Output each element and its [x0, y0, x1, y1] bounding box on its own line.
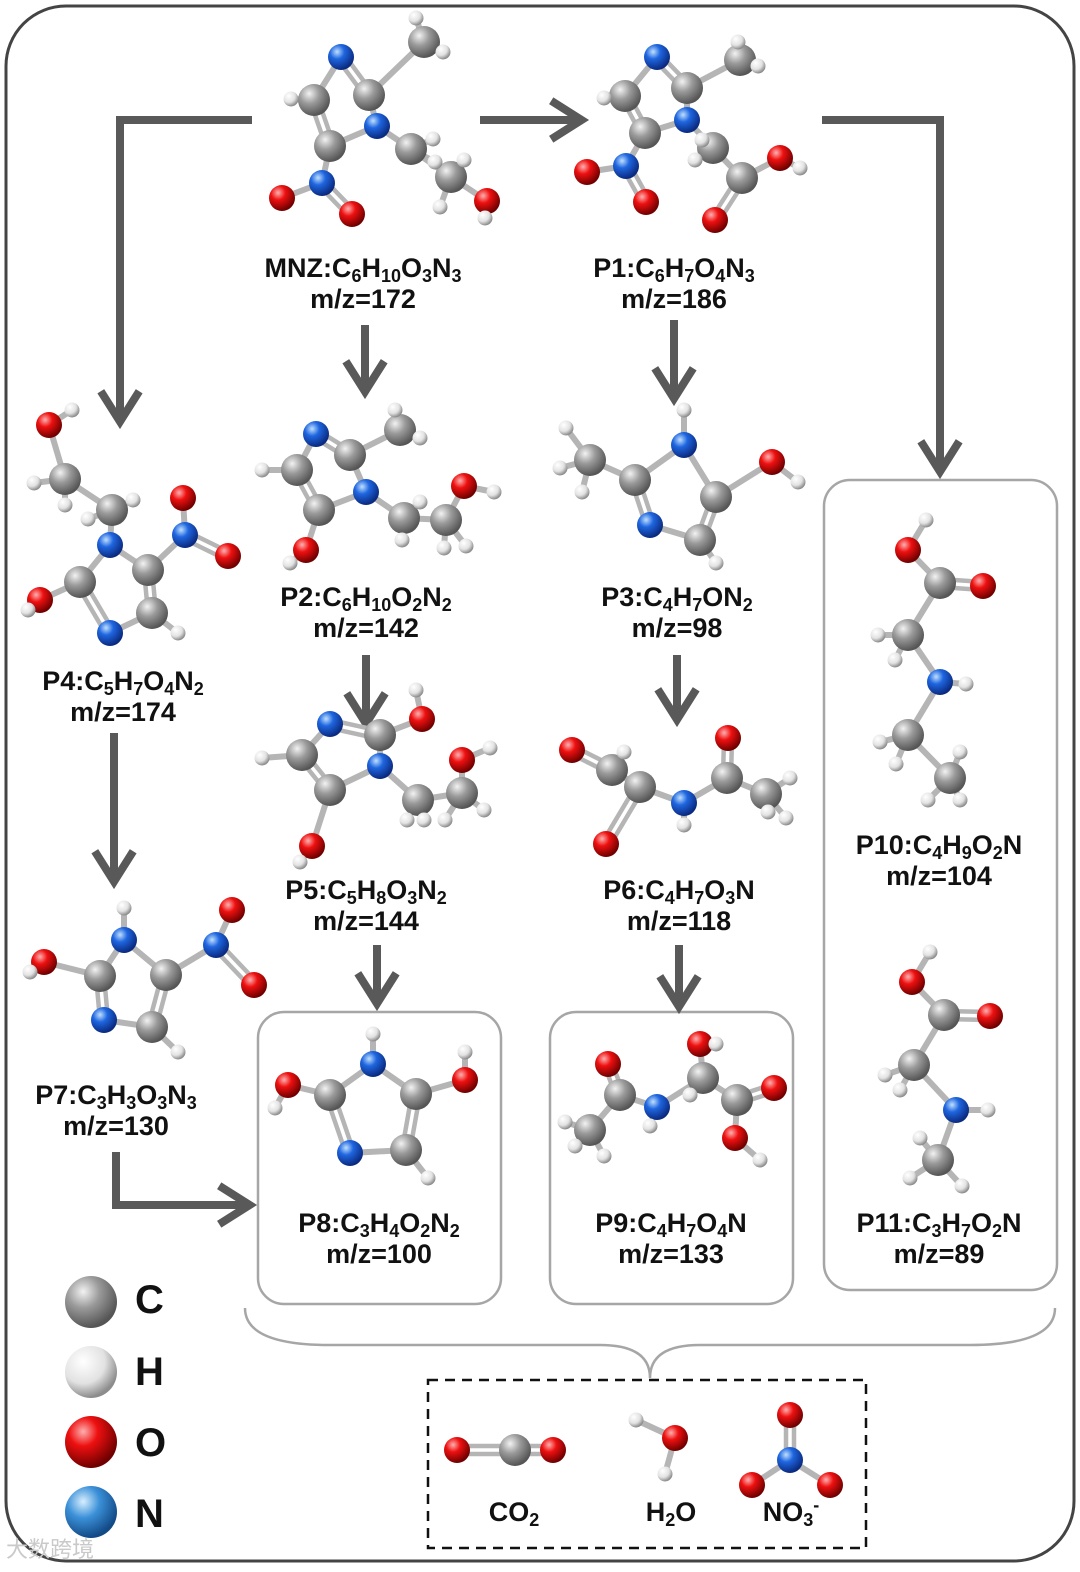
- molecule-p4: [20, 402, 241, 646]
- molecule-p11: [877, 944, 1003, 1194]
- formula-p11: P11:C3H7O2N: [856, 1208, 1022, 1241]
- label-h2o: H2O: [645, 1497, 697, 1530]
- mz-p5: m/z=144: [313, 906, 419, 936]
- box-p10-p11: [822, 478, 1059, 1292]
- formula-p1: P1:C6H7O4N3: [593, 253, 755, 286]
- outer-frame: [4, 4, 1076, 1563]
- formula-p2: P2:C6H10O2N2: [280, 582, 452, 615]
- mz-p1: m/z=186: [621, 284, 727, 314]
- formula-p5: P5:C5H8O3N2: [285, 875, 447, 908]
- formula-p9: P9:C4H7O4N: [595, 1208, 747, 1241]
- legend-ball-h: [65, 1346, 117, 1398]
- formula-mnz: MNZ:C6H10O3N3: [264, 253, 462, 286]
- molecule-p8: [267, 1026, 478, 1186]
- mz-p6: m/z=118: [626, 906, 732, 936]
- molecule-mnz: [269, 10, 500, 227]
- formula-p6: P6:C4H7O3N: [603, 875, 755, 908]
- legend-label-n: N: [135, 1492, 164, 1536]
- mz-p9: m/z=133: [618, 1239, 724, 1269]
- molecule-p2: [254, 402, 502, 571]
- mz-mnz: m/z=172: [310, 284, 416, 314]
- arrow-mnz-to-p4: [97, 116, 252, 430]
- molecule-p7: [22, 897, 267, 1060]
- legend-label-c: C: [135, 1278, 164, 1322]
- legend-ball-o: [65, 1416, 117, 1468]
- label-co2: CO2: [488, 1497, 540, 1530]
- formula-p10: P10:C4H9O2N: [855, 830, 1023, 863]
- mz-p11: m/z=89: [893, 1239, 985, 1269]
- molecule-co2: [444, 1434, 566, 1466]
- legend-label-o: O: [135, 1421, 167, 1465]
- mz-p7: m/z=130: [63, 1111, 169, 1141]
- formula-p3: P3:C4H7ON2: [601, 582, 753, 615]
- mz-p8: m/z=100: [326, 1239, 432, 1269]
- label-no3: NO3-: [762, 1495, 820, 1530]
- legend-atoms: [65, 1276, 117, 1538]
- legend-label-h: H: [135, 1350, 164, 1394]
- final-products-box: [426, 1378, 868, 1550]
- molecule-p10: [870, 512, 996, 808]
- molecule-p3: [552, 402, 806, 571]
- arrow-p1-to-p10: [822, 116, 963, 480]
- watermark: 大数跨境: [6, 1537, 95, 1562]
- molecule-h2o: [628, 1412, 688, 1482]
- legend-ball-c: [65, 1276, 117, 1328]
- brace: [243, 1307, 1057, 1379]
- mz-p10: m/z=104: [886, 861, 992, 891]
- arrows: [91, 97, 963, 1228]
- box-p8: [256, 1010, 503, 1306]
- mz-p2: m/z=142: [313, 613, 419, 643]
- formula-p8: P8:C3H4O2N2: [298, 1208, 460, 1241]
- legend-ball-n: [65, 1486, 117, 1538]
- molecule-no3: [739, 1402, 843, 1498]
- molecule-p5: [254, 682, 498, 870]
- formula-p7: P7:C3H3O3N3: [35, 1080, 197, 1113]
- arrow-p7-to-p8: [112, 1152, 258, 1228]
- molecule-p6: [559, 725, 798, 857]
- molecules: [20, 10, 1003, 1498]
- molecule-p1: [574, 34, 808, 233]
- mz-p3: m/z=98: [631, 613, 723, 643]
- formula-p4: P4:C5H7O4N2: [42, 666, 204, 699]
- molecule-p9: [557, 1031, 787, 1168]
- mz-p4: m/z=174: [70, 697, 176, 727]
